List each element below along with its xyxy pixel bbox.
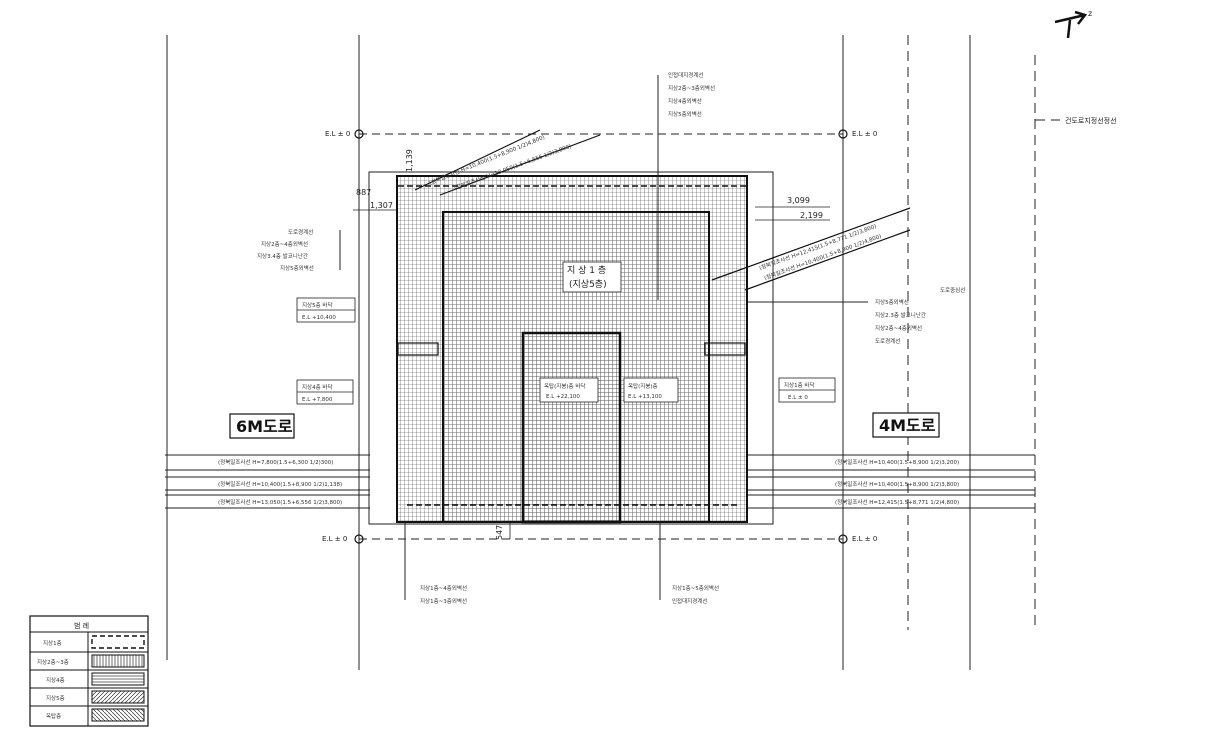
setback-left-3: (정북일조사선 H=13,050(1.5+6,556 1/2)3,800) <box>218 498 342 506</box>
top-leader-1: 인접대지경계선 <box>668 71 703 79</box>
bottom-leader-left-2: 지상1층~3층외벽선 <box>420 597 467 605</box>
dimension-lines <box>353 206 830 539</box>
road-right-label: 4M도로 <box>879 416 936 435</box>
legend <box>29 615 149 727</box>
main-label: 지 상 1 층 <box>567 265 606 276</box>
el-mark-top-left: E.L ± 0 <box>325 130 350 138</box>
setback-lines <box>165 454 1035 509</box>
left-roof-el: E.L +22,100 <box>546 394 580 400</box>
floor-right-el: E.L ± 0 <box>788 395 808 401</box>
right-roof-box <box>623 377 679 403</box>
lot-lines <box>359 133 843 540</box>
bottom-leader-left-1: 지상1층~4층외벽선 <box>420 584 467 592</box>
dim-4: 3,099 <box>787 196 810 205</box>
road-left-label: 6M도로 <box>236 417 293 436</box>
top-leader-4: 지상5층외벽선 <box>668 110 702 118</box>
legend-row-3: 지상4층 <box>46 676 65 684</box>
bottom-leader-right-1: 지상1층~5층외벽선 <box>672 584 719 592</box>
dim-2: 887 <box>356 188 371 197</box>
grid-lines <box>166 35 971 670</box>
right-roof-el: E.L +13,100 <box>628 394 662 400</box>
floor-box-left-lower <box>296 379 354 405</box>
main-label-box <box>562 261 622 293</box>
dim-1: 1,139 <box>405 149 414 172</box>
right-leader-3: 지상2층~4층외벽선 <box>875 324 922 332</box>
left-leader-4: 지상5층외벽선 <box>280 264 314 272</box>
top-leader-2: 지상2층~3층외벽선 <box>668 84 715 92</box>
dim-5: 2,199 <box>800 211 823 220</box>
floor-left-upper-title: 지상5층 바닥 <box>302 301 333 309</box>
setback-right-1: (정북일조사선 H=10,400(1.5+8,900 1/2)3,200) <box>835 458 959 466</box>
el-mark-bottom-left: E.L ± 0 <box>322 535 347 543</box>
boundary-label: 건도로지정선정선 <box>1065 116 1117 125</box>
road-right-box <box>872 412 940 438</box>
el-mark-bottom-right: E.L ± 0 <box>852 535 877 543</box>
site-boundary <box>368 171 774 525</box>
bottom-leader-right-2: 인접대지경계선 <box>672 597 707 605</box>
floor-left-lower-title: 지상4층 바닥 <box>302 383 333 391</box>
dashed-boundary-lines <box>907 35 1060 630</box>
floor-right-title: 지상1층 바닥 <box>784 381 815 389</box>
left-leader-2: 지상2층~4층외벽선 <box>261 240 308 248</box>
setback-left-2: (정북일조사선 H=10,400(1.5+8,900 1/2)1,138) <box>218 480 342 488</box>
legend-row-4: 지상5층 <box>46 694 65 702</box>
dim-3: 1,307 <box>370 201 393 210</box>
right-roof-title: 옥탑(지붕)층 <box>628 382 658 390</box>
main-sub-label: (지상5층) <box>569 279 607 290</box>
legend-title: 범 례 <box>74 621 89 630</box>
right-leader-1: 지상5층외벽선 <box>875 298 909 306</box>
right-leader-2: 지상2.3층 발코니난간 <box>875 311 926 319</box>
left-roof-title: 옥탑(지붕)층 바닥 <box>544 382 585 390</box>
left-leader-3: 지상3.4층 발코니난간 <box>257 252 308 260</box>
dim-6: 547 <box>495 525 504 540</box>
corner-markers <box>354 129 848 544</box>
right-leader-4: 도로경계선 <box>875 337 900 345</box>
legend-row-1: 지상1층 <box>43 639 62 647</box>
legend-row-5: 옥탑층 <box>46 712 61 720</box>
el-mark-top-right: E.L ± 0 <box>852 130 877 138</box>
building-footprint <box>396 175 748 524</box>
left-roof-box <box>539 377 599 403</box>
north-label: z <box>1088 9 1092 18</box>
right-far-label: 도로중심선 <box>940 286 965 294</box>
floor-box-right <box>778 377 836 403</box>
setback-left-1: (정북일조사선 H=7,800(1.5+6,300 1/2)300) <box>218 458 333 466</box>
diagonal-lines <box>414 129 911 291</box>
setback-right-3: (정북일조사선 H=12,415(1.5+8,771 1/2)4,800) <box>835 498 959 506</box>
road-left-box <box>229 413 295 439</box>
north-arrow-icon: z <box>1054 9 1092 39</box>
left-leader-1: 도로경계선 <box>288 228 313 236</box>
floor-left-upper-el: E.L +10,400 <box>302 315 336 321</box>
setback-right-2: (정북일조사선 H=10,400(1.5+8,900 1/2)3,800) <box>835 480 959 488</box>
floor-left-lower-el: E.L +7,800 <box>302 397 333 403</box>
floor-box-left-upper <box>296 297 356 323</box>
legend-row-2: 지상2층~3층 <box>37 658 69 666</box>
top-leader-3: 지상4층외벽선 <box>668 97 702 105</box>
